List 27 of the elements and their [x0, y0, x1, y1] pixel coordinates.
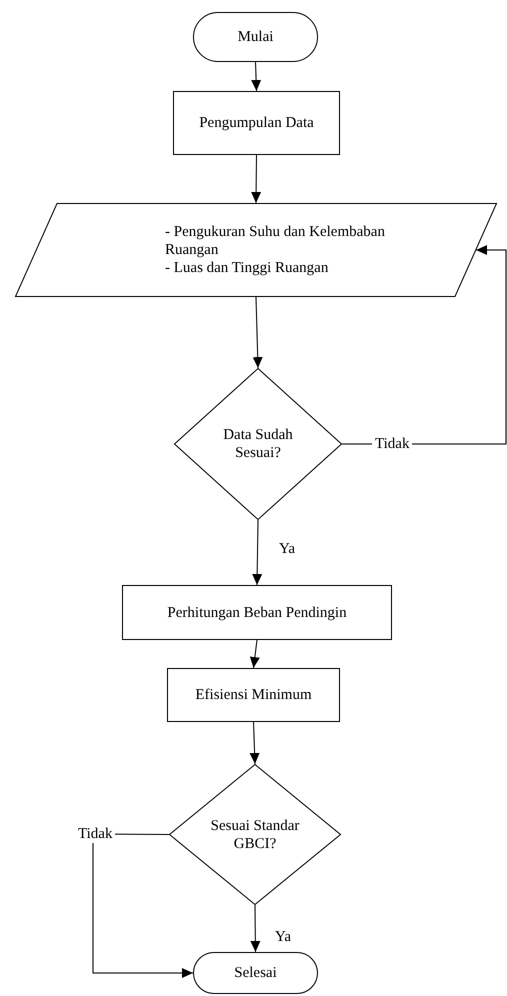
node-text: Selesai	[234, 964, 277, 982]
decision-diamond	[169, 764, 341, 905]
node-text: Mulai	[238, 28, 274, 46]
arrow	[250, 722, 260, 764]
arrow	[250, 904, 260, 952]
list-item: - Luas dan Tinggi Ruangan	[165, 259, 328, 277]
list-item: - Pengukuran Suhu dan Kelembaban Ruangan	[165, 223, 386, 259]
terminator-shape	[193, 12, 318, 62]
process-box	[167, 668, 340, 722]
node-text: Efisiensi Minimum	[195, 686, 312, 704]
arrow	[342, 245, 506, 444]
arrow	[251, 62, 262, 92]
arrow	[252, 520, 262, 586]
node-text: Perhitungan Beban Pendingin	[167, 604, 347, 622]
arrow	[250, 640, 260, 668]
node-text: Pengumpulan Data	[199, 114, 314, 132]
process-box	[122, 585, 392, 640]
edge-label: Tidak	[75, 825, 116, 843]
arrow	[92, 834, 194, 978]
node-text: Sesuai Standar GBCI?	[210, 816, 300, 852]
decision-diamond	[174, 368, 342, 520]
terminator-shape	[193, 952, 318, 994]
arrow	[252, 296, 263, 368]
input-parallelogram	[15, 203, 497, 297]
arrow	[251, 154, 262, 204]
process-box	[173, 91, 340, 155]
node-text: Data Sudah Sesuai?	[222, 426, 294, 462]
